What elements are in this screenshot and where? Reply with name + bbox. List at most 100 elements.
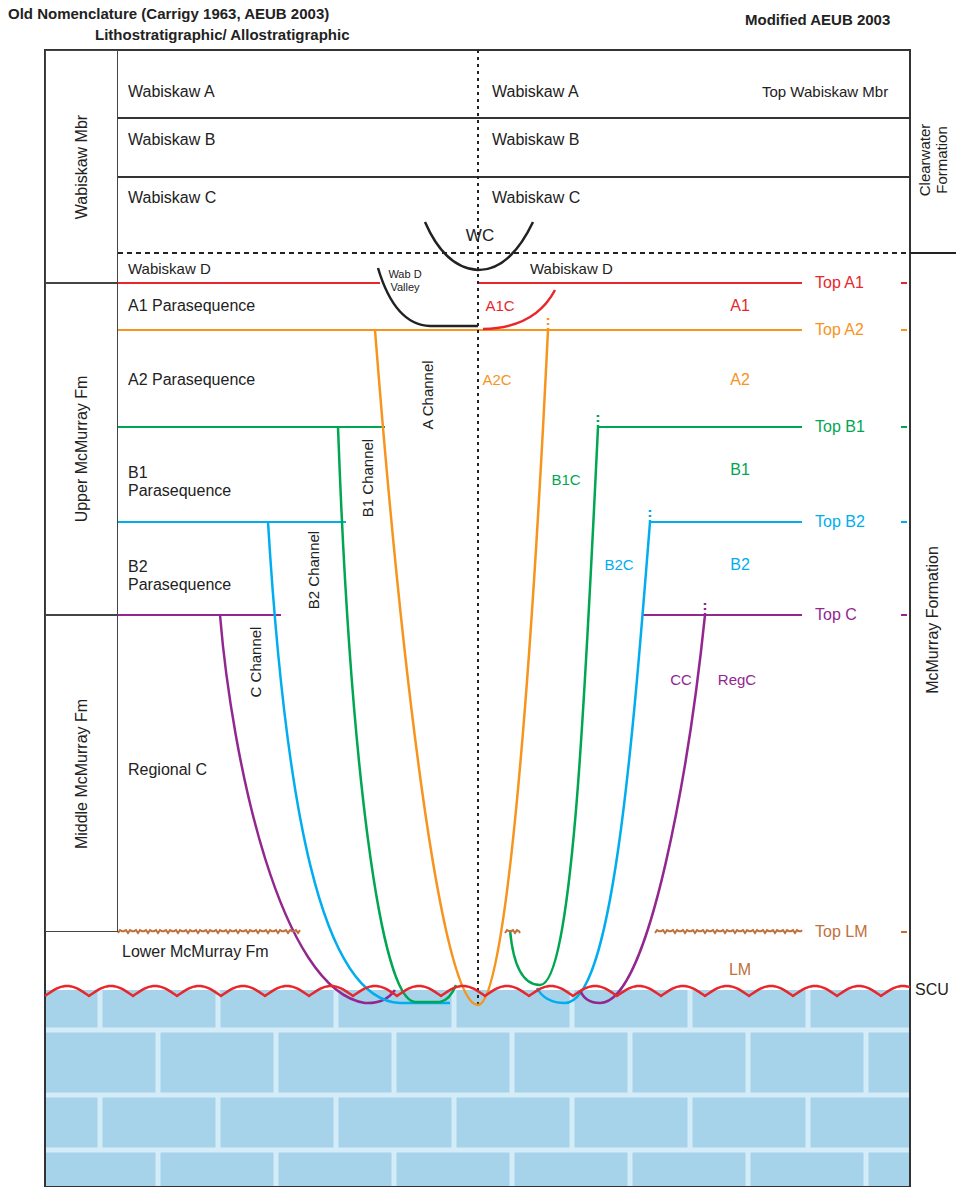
top-b1-right — [598, 426, 802, 428]
brick-joint — [334, 1095, 339, 1150]
unit-label: Lower McMurray Fm — [122, 943, 269, 961]
brick-joint — [746, 1030, 751, 1095]
brick-joint — [274, 1150, 279, 1187]
wabiskaw-bc-line — [118, 176, 910, 178]
unit-label: Top B1 — [815, 418, 865, 436]
brick-joint — [392, 1030, 397, 1095]
unit-label: WC — [466, 226, 494, 246]
brick-joint — [806, 1095, 811, 1150]
tick — [901, 931, 907, 933]
top-a1-left — [118, 282, 380, 284]
unit-label: A2 — [730, 371, 750, 389]
brick-joint — [864, 1150, 869, 1187]
regc-extension — [704, 601, 707, 615]
unit-label: B1 — [730, 461, 750, 479]
formation-box: Upper McMurray Fm — [45, 283, 118, 615]
formation-box: Middle McMurray Fm — [45, 615, 118, 932]
unit-label: A2 Parasequence — [128, 371, 255, 389]
top-lm-surface — [505, 930, 520, 933]
b1c-channel — [510, 427, 598, 985]
formation-box: Wabiskaw Mbr — [45, 50, 118, 283]
unit-label: Wabiskaw C — [492, 189, 580, 207]
top-a2 — [118, 329, 802, 331]
tick — [901, 614, 907, 616]
brick-joint — [98, 1095, 103, 1150]
b2c-channel — [537, 522, 650, 1003]
unit-label: Top C — [815, 606, 857, 624]
frame — [45, 50, 910, 1187]
unit-label: B2 — [730, 556, 750, 574]
tick — [901, 329, 907, 331]
formation-name: Wabiskaw Mbr — [73, 114, 91, 218]
brick-joint — [628, 1150, 633, 1187]
unit-label: SCU — [915, 981, 949, 999]
unit-label: Wab D Valley — [382, 268, 428, 293]
cc-channel — [580, 615, 705, 1003]
unit-label: Regional C — [128, 761, 207, 779]
a1c-channel — [483, 290, 555, 329]
brick-joint — [45, 1028, 910, 1033]
unit-label: LM — [729, 961, 751, 979]
brick-joint — [806, 990, 811, 1030]
top-b1-left — [118, 426, 385, 428]
limestone-fill — [45, 990, 910, 1187]
brick-joint — [156, 1030, 161, 1095]
brick-joint — [628, 1030, 633, 1095]
tick — [901, 282, 907, 284]
unit-label: Wabiskaw D — [530, 260, 613, 277]
unit-label: A1C — [485, 297, 514, 314]
top-lm-surface — [118, 930, 300, 933]
unit-label: Top A2 — [815, 321, 864, 339]
unit-label: B2 Parasequence — [128, 558, 228, 595]
unit-label: Wabiskaw D — [128, 260, 211, 277]
clearwater-base — [910, 252, 956, 254]
top-c-right — [643, 614, 802, 616]
brick-joint — [510, 1030, 515, 1095]
brick-joint — [334, 990, 339, 1030]
unit-label: Wabiskaw A — [128, 83, 215, 101]
brick-joint — [864, 1030, 869, 1095]
b1c-extension — [597, 413, 600, 427]
brick-joint — [570, 1095, 575, 1150]
center-divider — [477, 50, 479, 1005]
unit-label: RegC — [718, 671, 756, 688]
a2c-extension — [547, 316, 550, 330]
wabiskaw-ab-line — [118, 117, 910, 119]
rotated-label: Clearwater Formation — [916, 113, 951, 208]
unit-label: Wabiskaw A — [492, 83, 579, 101]
brick-joint — [452, 1095, 457, 1150]
unit-label: Top A1 — [815, 274, 864, 292]
top-a1-right — [478, 282, 802, 284]
b1-channel — [338, 427, 456, 1002]
wc-valley — [425, 222, 533, 270]
rotated-label: A Channel — [419, 360, 436, 429]
rotated-label: McMurray Formation — [924, 546, 942, 694]
top-lm-surface — [655, 930, 802, 933]
scu-unconformity — [45, 986, 910, 996]
unit-label: A2C — [482, 371, 511, 388]
brick-joint — [98, 990, 103, 1030]
brick-joint — [392, 1150, 397, 1187]
unit-label: Top LM — [815, 923, 867, 941]
brick-joint — [45, 1148, 910, 1153]
rotated-label: B1 Channel — [359, 439, 376, 517]
brick-joint — [688, 1095, 693, 1150]
formation-name: Upper McMurray Fm — [73, 376, 91, 523]
brick-joint — [452, 990, 457, 1030]
unit-label: A1 — [730, 297, 750, 315]
brick-joint — [510, 1150, 515, 1187]
unit-label: Wabiskaw C — [128, 189, 216, 207]
heading: Modified AEUB 2003 — [745, 11, 890, 28]
top-b2-right — [650, 521, 802, 523]
unit-label: A1 Parasequence — [128, 297, 255, 315]
top-c-left — [118, 614, 281, 616]
heading: Old Nomenclature (Carrigy 1963, AEUB 200… — [8, 5, 329, 22]
brick-joint — [746, 1150, 751, 1187]
unit-label: Top Wabiskaw Mbr — [762, 83, 888, 100]
a-channel — [375, 330, 548, 1005]
unconformities — [45, 930, 910, 996]
unit-label: Top B2 — [815, 513, 865, 531]
rotated-label: B2 Channel — [305, 531, 322, 609]
